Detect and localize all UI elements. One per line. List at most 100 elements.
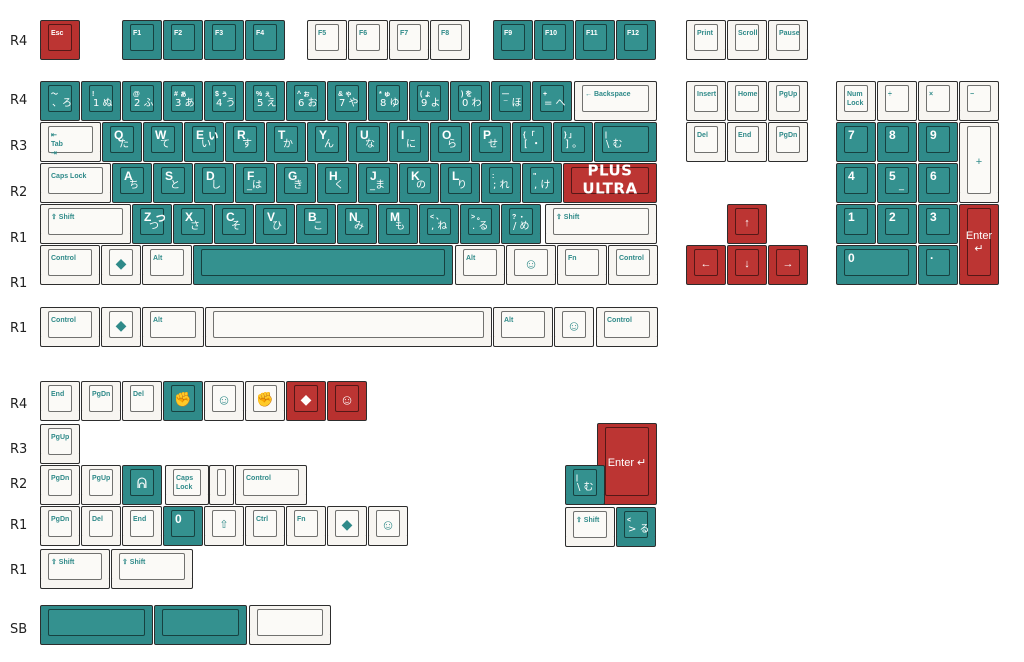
key-x-del[interactable]: Del — [122, 381, 162, 421]
key-pgup[interactable]: PgUp — [768, 81, 808, 121]
key-x-fist-teal[interactable]: ✊ — [163, 381, 203, 421]
key-x-logo-red[interactable]: ◆ — [286, 381, 326, 421]
key-x-logo[interactable]: ◆ — [327, 506, 367, 546]
key-grave[interactable]: ～、ろ — [40, 81, 80, 121]
key-f[interactable]: F_は — [235, 163, 275, 203]
key-numdot[interactable]: · — [918, 245, 958, 285]
key-f3[interactable]: F3 — [204, 20, 244, 60]
key-num9[interactable]: 9 — [918, 122, 958, 162]
key-x-control[interactable]: Control — [235, 465, 307, 505]
key-f8[interactable]: F8 — [430, 20, 470, 60]
key-num6[interactable]: 6 — [918, 163, 958, 203]
key-x-ctrl[interactable]: Ctrl — [245, 506, 285, 546]
key-f5[interactable]: F5 — [307, 20, 347, 60]
key-num4[interactable]: 4 — [836, 163, 876, 203]
key-insert[interactable]: Insert — [686, 81, 726, 121]
key-rshift[interactable]: ⇧ Shift — [545, 204, 657, 244]
key-alt-rwin[interactable]: ☺ — [554, 307, 594, 347]
key-f11[interactable]: F11 — [575, 20, 615, 60]
key-lshift[interactable]: ⇧ Shift — [40, 204, 131, 244]
key-z[interactable]: Z っつ — [132, 204, 172, 244]
key-x-grin[interactable]: ☺ — [368, 506, 408, 546]
key-num8[interactable]: 8 — [877, 122, 917, 162]
key-x-end[interactable]: End — [40, 381, 80, 421]
key-rbracket[interactable]: } 」] 。 — [553, 122, 593, 162]
key-1[interactable]: !1 ぬ — [81, 81, 121, 121]
key-f7[interactable]: F7 — [389, 20, 429, 60]
key-alt-lctrl[interactable]: Control — [40, 307, 100, 347]
key-plusultra[interactable]: PLUS ULTRA — [563, 163, 657, 203]
key-alt-rctrl[interactable]: Control — [596, 307, 658, 347]
key-x-fn[interactable]: Fn — [286, 506, 326, 546]
key-x-grin-red[interactable]: ☺ — [327, 381, 367, 421]
key-equal[interactable]: += へ — [532, 81, 572, 121]
key-backslash[interactable]: |\ む — [594, 122, 657, 162]
key-numlock[interactable]: Num Lock — [836, 81, 876, 121]
key-f9[interactable]: F9 — [493, 20, 533, 60]
key-right[interactable]: → — [768, 245, 808, 285]
key-numdiv[interactable]: ÷ — [877, 81, 917, 121]
key-x-capslock[interactable]: Caps Lock — [165, 465, 209, 505]
key-x-0[interactable]: 0 — [163, 506, 203, 546]
key-num3[interactable]: 3 — [918, 204, 958, 244]
key-x-rabbit[interactable]: ᕱ — [122, 465, 162, 505]
key-alt-lalt[interactable]: Alt — [142, 307, 204, 347]
key-x-pgdn2[interactable]: PgDn — [40, 465, 80, 505]
key-numadd[interactable]: + — [959, 122, 999, 203]
key-x-pgdn[interactable]: PgDn — [81, 381, 121, 421]
key-iso-shift[interactable]: ⇧ Shift — [565, 507, 615, 547]
key-backspace[interactable]: ← Backspace — [574, 81, 657, 121]
key-x-del2[interactable]: Del — [81, 506, 121, 546]
key-f2[interactable]: F2 — [163, 20, 203, 60]
key-ralt[interactable]: Alt — [455, 245, 505, 285]
key-minus[interactable]: —⁻ ほ — [491, 81, 531, 121]
key-x-blank[interactable] — [209, 465, 234, 505]
key-e[interactable]: E ぃい — [184, 122, 224, 162]
key-num7[interactable]: 7 — [836, 122, 876, 162]
key-x-pgup2[interactable]: PgUp — [81, 465, 121, 505]
key-esc[interactable]: Esc — [40, 20, 80, 60]
key-space[interactable] — [193, 245, 453, 285]
key-home[interactable]: Home — [727, 81, 767, 121]
key-sb-2[interactable] — [154, 605, 247, 645]
key-j[interactable]: J_ま — [358, 163, 398, 203]
key-semicolon[interactable]: :; れ — [481, 163, 521, 203]
key-alt-lwin[interactable]: ◆ — [101, 307, 141, 347]
key-pause[interactable]: Pause — [768, 20, 808, 60]
key-nummul[interactable]: × — [918, 81, 958, 121]
key-lwin[interactable]: ◆ — [101, 245, 141, 285]
key-f12[interactable]: F12 — [616, 20, 656, 60]
key-x-shift1[interactable]: ⇧ Shift — [40, 549, 110, 589]
key-num5[interactable]: 5_ — [877, 163, 917, 203]
key-fn[interactable]: Fn — [557, 245, 607, 285]
key-slash[interactable]: ? ・/ め — [501, 204, 541, 244]
key-iso-angle[interactable]: <> る — [616, 507, 656, 547]
key-f4[interactable]: F4 — [245, 20, 285, 60]
key-num0[interactable]: 0 — [836, 245, 917, 285]
